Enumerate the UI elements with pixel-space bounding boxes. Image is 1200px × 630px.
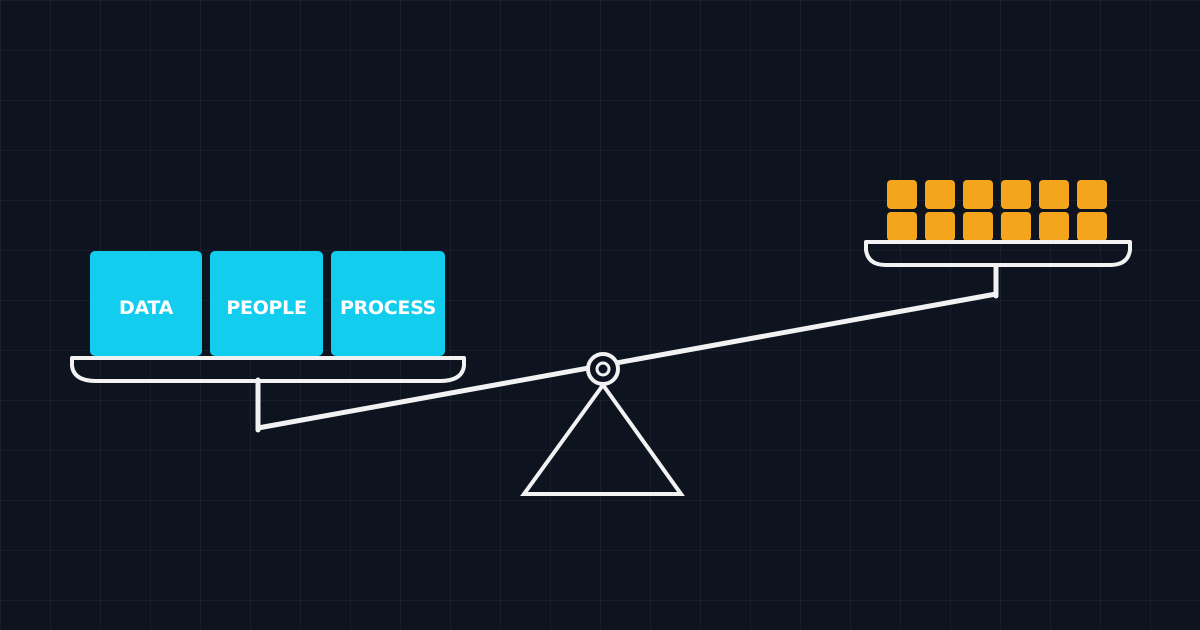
right-block — [1001, 180, 1031, 209]
left-block-data — [90, 251, 202, 356]
left-block-process-label: PROCESS — [340, 297, 436, 319]
left-block-people — [210, 251, 323, 356]
right-block — [887, 212, 917, 241]
right-block — [963, 212, 993, 241]
seesaw-beam — [255, 291, 999, 431]
left-block-people-label: PEOPLE — [226, 297, 306, 319]
right-block — [1039, 180, 1069, 209]
right-pan — [864, 240, 1132, 267]
right-block — [963, 180, 993, 209]
left-block-data-label: DATA — [119, 297, 174, 319]
right-block — [1039, 212, 1069, 241]
right-pan-blocks — [887, 180, 1107, 241]
pivot-inner-ring — [595, 361, 611, 377]
fulcrum-triangle — [520, 381, 685, 496]
right-block — [887, 180, 917, 209]
left-pan — [70, 356, 466, 383]
right-block — [925, 212, 955, 241]
right-block — [925, 180, 955, 209]
left-pan-blocks: DATA PEOPLE PROCESS — [90, 251, 445, 356]
right-block — [1077, 180, 1107, 209]
right-block — [1001, 212, 1031, 241]
right-block — [1077, 212, 1107, 241]
left-block-process — [331, 251, 445, 356]
